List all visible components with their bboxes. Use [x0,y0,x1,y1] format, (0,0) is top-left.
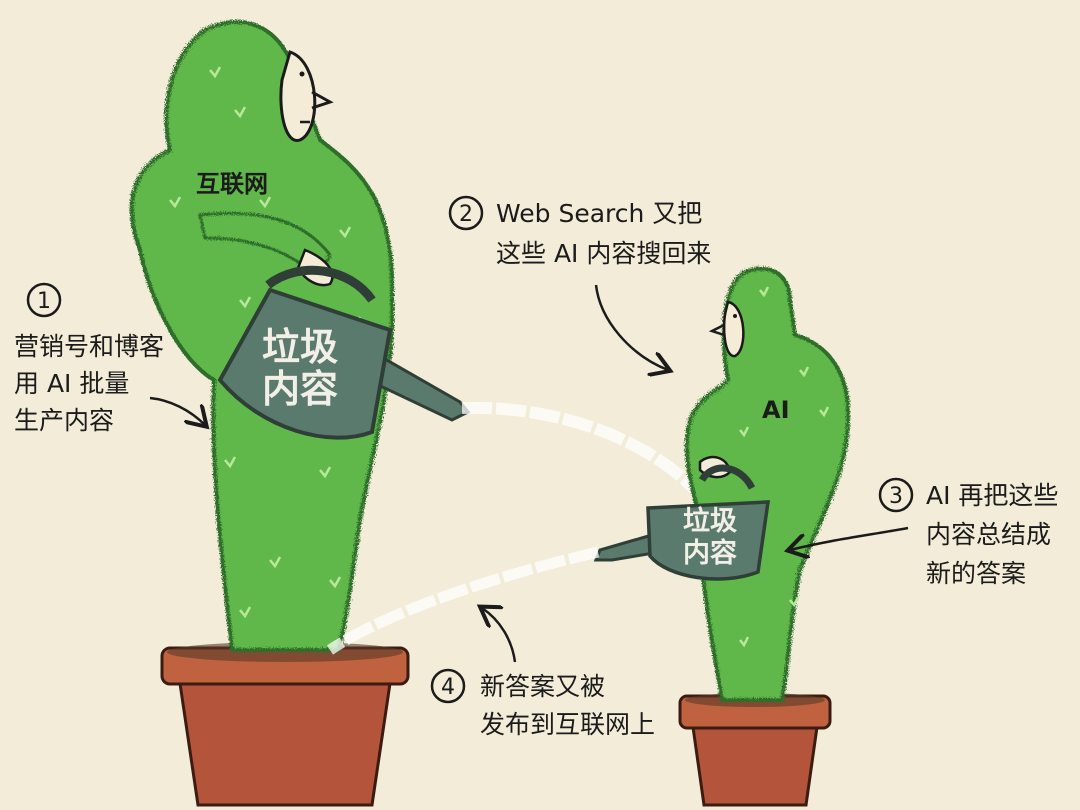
step-1-arrow [149,396,205,425]
internet-figure-face [279,50,334,142]
step-4-line-2: 发布到互联网上 [480,710,655,739]
step-4-arrow [482,608,517,663]
step-1-line-3: 生产内容 [14,406,114,435]
step-2-line-1: Web Search 又把 [496,199,702,228]
step-2-number: 2 [459,202,473,227]
step-3-line-1: AI 再把这些 [926,481,1058,510]
step-2-number-circle [448,195,484,231]
big-can-label-line2: 内容 [262,367,338,411]
small-can-label-line2: 内容 [683,537,737,569]
small-watering-can: 垃圾 内容 [593,464,771,581]
step-4-line-1: 新答案又被 [480,672,605,701]
step-1-number-circle [26,282,62,318]
big-can-label-line1: 垃圾 [262,325,338,369]
step-2: 2 Web Search 又把 这些 AI 内容搜回来 [448,195,711,370]
water-stream-1 [461,401,705,500]
step-3-arrow [790,526,909,550]
step-2-arrow [594,284,668,370]
step-3-number-circle [878,477,914,513]
step-3-line-2: 内容总结成 [926,520,1051,549]
step-2-line-2: 这些 AI 内容搜回来 [496,239,711,268]
water-stream-2 [326,546,600,655]
step-1-number: 1 [37,289,51,314]
step-1-line-1: 营销号和博客 [14,332,164,361]
step-1-line-2: 用 AI 批量 [14,369,129,398]
big-watering-can: 垃圾 内容 [217,265,471,440]
step-3-line-3: 新的答案 [926,559,1026,588]
step-4-number-circle [430,668,466,704]
small-pot [678,693,832,807]
ai-figure-face [708,300,745,358]
step-4: 4 新答案又被 发布到互联网上 [430,608,655,739]
ai-cactus-spines [739,286,830,648]
big-pot [160,642,410,807]
ai-cactus-figure: AI [684,266,851,702]
step-4-number: 4 [441,675,455,700]
step-3: 3 AI 再把这些 内容总结成 新的答案 [790,477,1058,588]
small-can-label-line1: 垃圾 [683,505,737,537]
internet-label: 互联网 [196,170,268,198]
ai-label: AI [762,396,790,424]
step-3-number: 3 [889,484,903,509]
step-1: 1 营销号和博客 用 AI 批量 生产内容 [14,282,205,435]
